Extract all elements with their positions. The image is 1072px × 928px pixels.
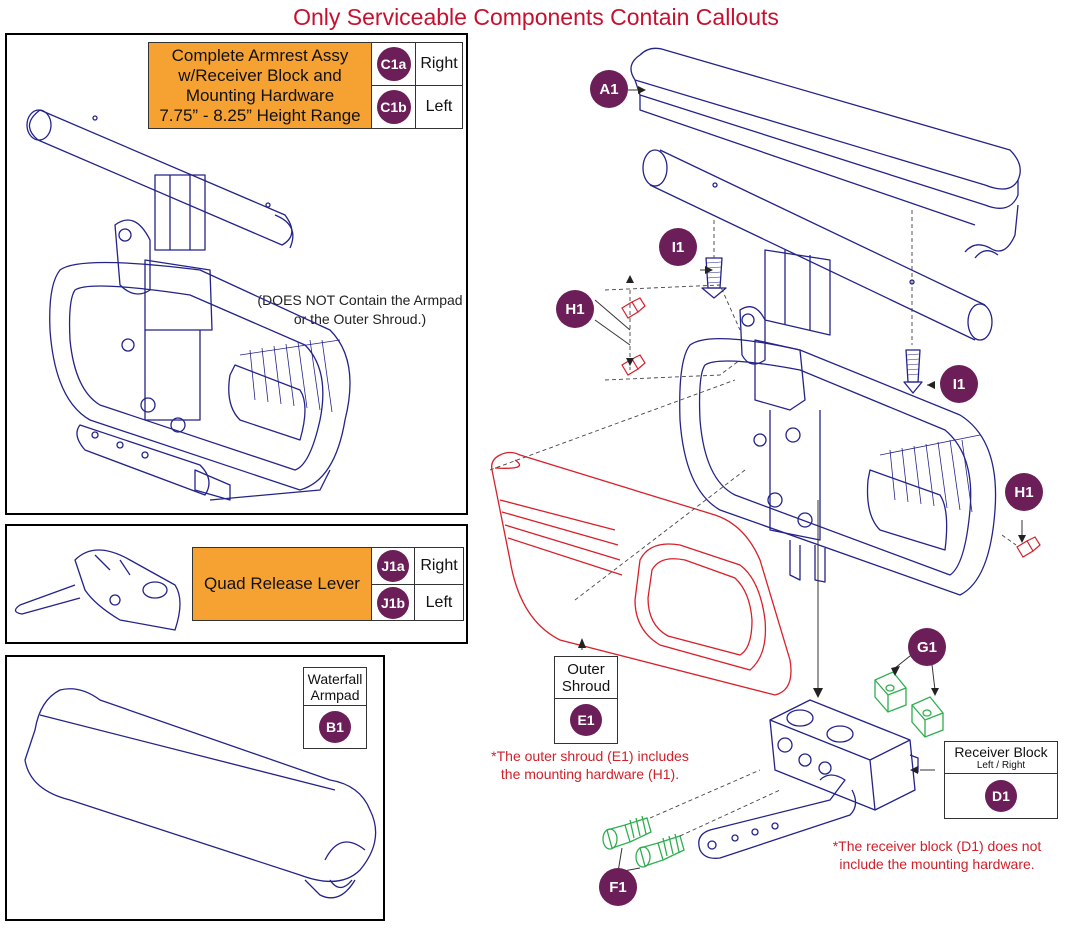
outer-shroud-label: Outer Shroud E1 (554, 656, 618, 744)
lever-code-cell: J1a (371, 547, 415, 585)
callout-c1b: C1b (376, 90, 411, 124)
callout-j1a: J1a (377, 550, 409, 582)
shroud-note-line: the mounting hardware (H1). (500, 766, 680, 782)
armrest-side-left: Left (415, 85, 463, 129)
armrest-frame-drawing (679, 249, 997, 596)
armrest-exclusion-note: (DOES NOT Contain the Armpad or the Oute… (250, 291, 470, 329)
outer-shroud-line: Shroud (555, 678, 617, 699)
hardware-h1-drawing (621, 297, 1041, 558)
receiver-note-line: *The receiver block (D1) does not (832, 838, 1042, 854)
lever-description: Quad Release Lever (192, 547, 372, 621)
callout-b1: B1 (319, 711, 351, 743)
shroud-note-line: *The outer shroud (E1) includes (491, 748, 689, 764)
receiver-block-label: Receiver Block Left / Right D1 (944, 741, 1058, 819)
armpad-label-line: Armpad (304, 687, 366, 706)
outer-shroud-line: Outer (567, 661, 605, 678)
page-title: Only Serviceable Components Contain Call… (293, 4, 779, 30)
note-line: (DOES NOT Contain the Armpad (257, 292, 463, 308)
armrest-desc-line: Mounting Hardware (185, 85, 335, 105)
receiver-block-drawing (698, 699, 919, 859)
receiver-note-line: include the mounting hardware. (839, 856, 1035, 872)
callout-i1-top: I1 (659, 228, 697, 266)
armrest-desc-line: w/Receiver Block and (178, 65, 342, 85)
callout-a1: A1 (590, 70, 628, 108)
armrest-description: Complete Armrest Assy w/Receiver Block a… (148, 42, 372, 129)
lever-side-left: Left (414, 584, 464, 621)
outer-shroud-drawing (491, 451, 792, 696)
callout-j1b: J1b (377, 586, 409, 619)
armrest-desc-line: Complete Armrest Assy (171, 45, 349, 65)
armpad-a1-drawing (630, 47, 1021, 259)
callout-h1-right: H1 (1005, 473, 1043, 511)
screw-i1-drawing (701, 257, 923, 394)
callout-i1-right: I1 (940, 365, 978, 403)
callout-h1-left: H1 (556, 290, 594, 328)
armpad-label-line: Waterfall (307, 671, 363, 687)
shroud-note: *The outer shroud (E1) includes the moun… (470, 747, 710, 783)
receiver-block-sub: Left / Right (945, 760, 1057, 774)
receiver-block-title: Receiver Block (954, 744, 1048, 760)
callout-f1: F1 (599, 868, 637, 906)
armpad-label-box: Waterfall Armpad B1 (303, 667, 367, 749)
callout-g1: G1 (908, 628, 946, 666)
lever-side-right: Right (414, 547, 464, 585)
lever-code-cell: J1b (371, 584, 415, 621)
armrest-code-cell: C1a (371, 42, 416, 86)
waterfall-armpad-panel: Waterfall Armpad B1 (5, 655, 385, 921)
receiver-note: *The receiver block (D1) does not includ… (812, 837, 1062, 873)
note-line: or the Outer Shroud.) (293, 311, 427, 327)
armrest-code-cell: C1b (371, 85, 416, 129)
armrest-assembly-panel: Complete Armrest Assy w/Receiver Block a… (5, 33, 468, 515)
callout-d1: D1 (985, 780, 1017, 812)
quad-release-lever-panel: Quad Release Lever J1a Right J1b Left (5, 524, 468, 644)
callout-e1: E1 (570, 704, 602, 736)
callout-c1a: C1a (376, 47, 411, 81)
armrest-desc-line: 7.75” - 8.25” Height Range (159, 105, 361, 125)
armrest-side-right: Right (415, 42, 463, 86)
